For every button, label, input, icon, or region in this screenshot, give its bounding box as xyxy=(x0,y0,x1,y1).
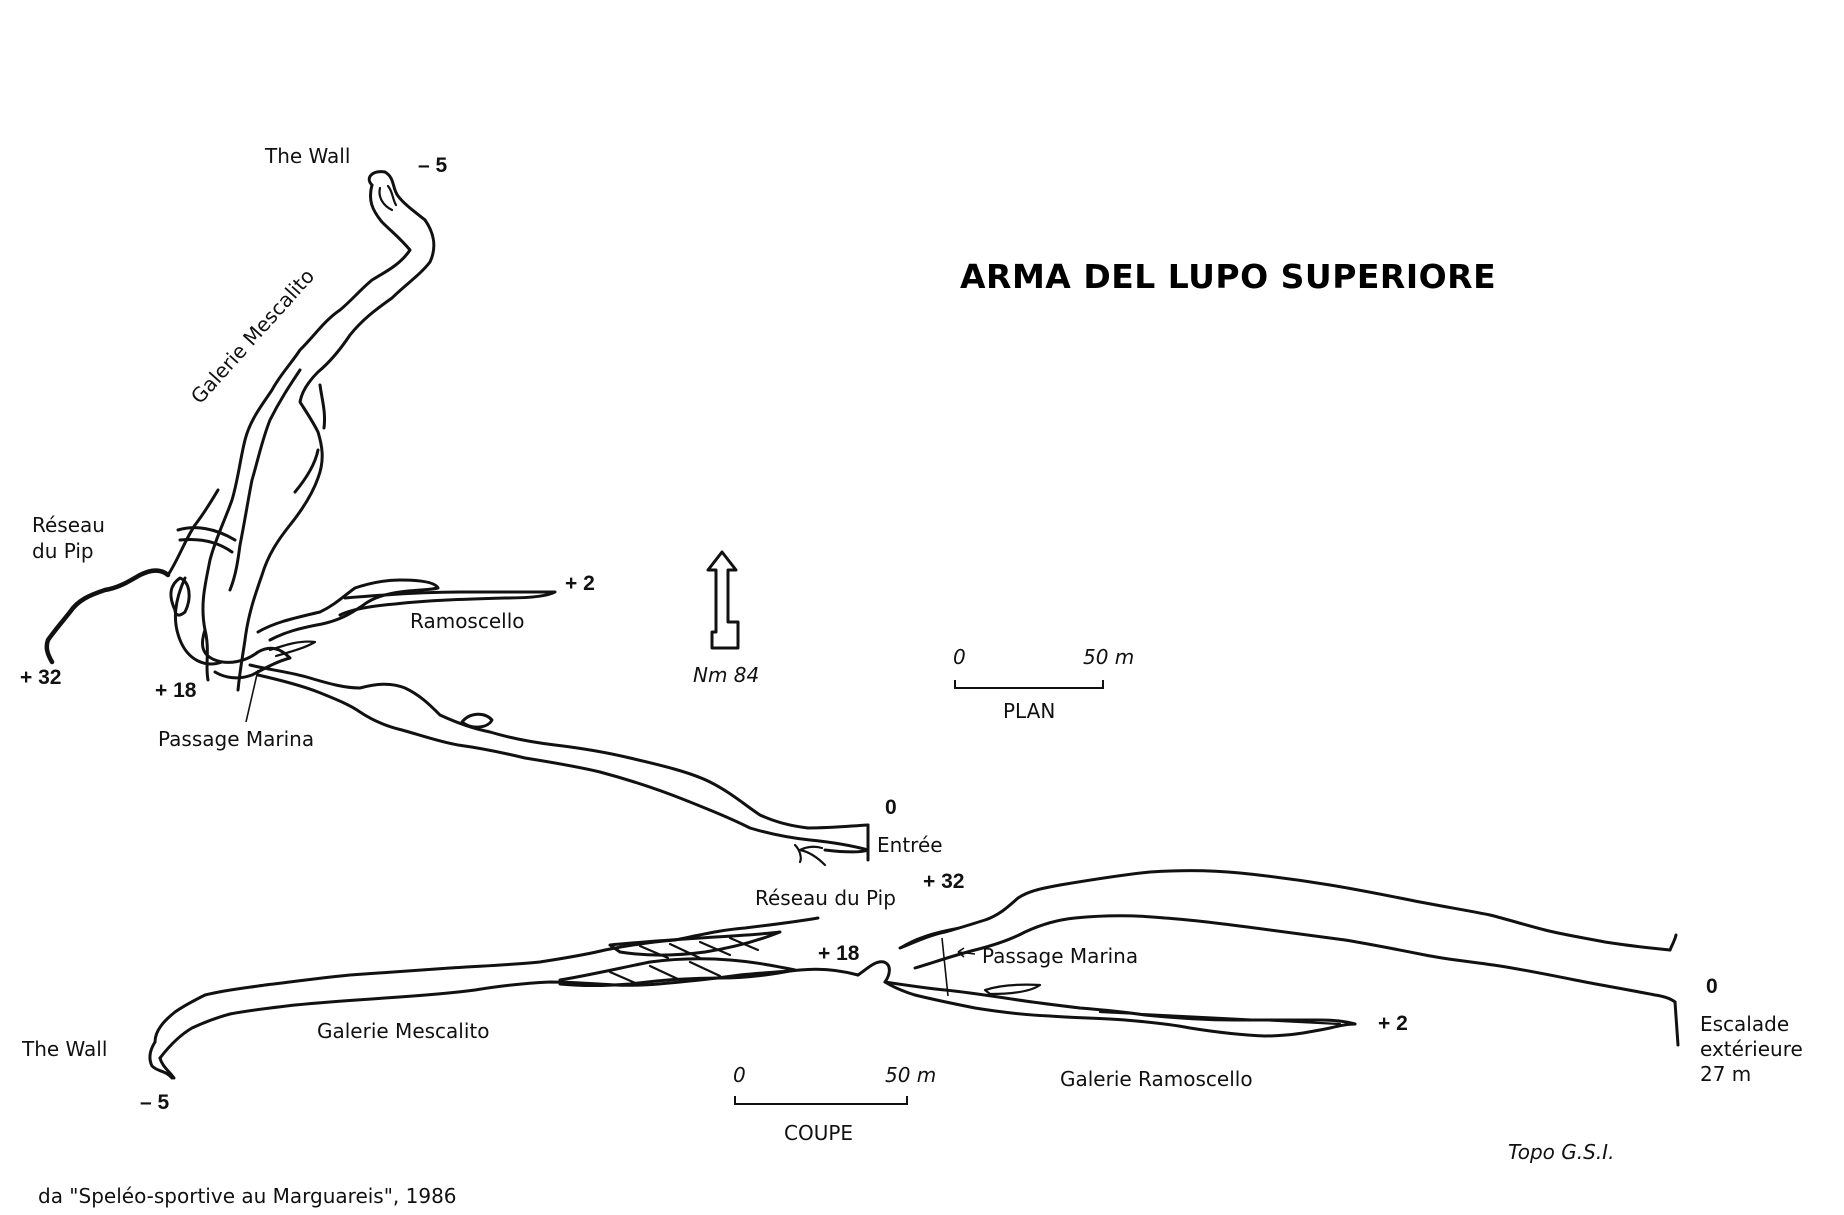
coupe-mescalito-lower xyxy=(158,967,860,1060)
plan-label-zero: 0 xyxy=(885,796,897,819)
plan-label-minus5: – 5 xyxy=(418,154,448,177)
north-arrow-label: Nm 84 xyxy=(693,663,759,687)
plan-label-plus18: + 18 xyxy=(155,679,197,702)
coupe-passages xyxy=(148,869,1680,1080)
coupe-ascent-to-32 xyxy=(898,869,1672,952)
plan-the-wall-inner xyxy=(378,184,398,212)
plan-scale-bar xyxy=(954,680,1104,689)
plan-label-reseau-line2: du Pip xyxy=(32,539,94,563)
plan-loop-lower xyxy=(169,576,191,617)
plan-label-reseau-line1: Réseau xyxy=(32,513,105,537)
plan-cross-passage-2 xyxy=(174,576,224,666)
plan-the-wall-chamber xyxy=(367,170,427,222)
credit-topo: Topo G.S.I. xyxy=(1508,1140,1614,1164)
plan-entrance-dots xyxy=(798,845,824,852)
coupe-escalade-shaft xyxy=(1668,933,1680,1047)
coupe-scale-line xyxy=(734,1096,908,1105)
coupe-junction-18 xyxy=(856,960,917,997)
coupe-passage-marina-arrow xyxy=(957,947,976,958)
plan-mescalito-west-wall xyxy=(201,183,412,682)
plan-passage-marina-leader xyxy=(245,669,259,723)
credit-source: da "Speléo-sportive au Marguareis", 1986 xyxy=(38,1184,457,1208)
coupe-label-galerie-ramoscello: Galerie Ramoscello xyxy=(1060,1067,1253,1091)
north-arrow-shape xyxy=(706,550,740,650)
plan-scale-caption: PLAN xyxy=(1003,699,1055,723)
plan-mescalito-loop-east xyxy=(293,383,326,494)
plan-main-passage-north xyxy=(248,663,870,830)
plan-label-entree: Entrée xyxy=(877,833,943,857)
coupe-ramoscello-lens xyxy=(983,983,1042,996)
plan-label-passage-marina: Passage Marina xyxy=(158,727,314,751)
plan-cross-passage-1 xyxy=(176,526,237,554)
coupe-scale-bar xyxy=(734,1096,908,1105)
coupe-mescalito-upper xyxy=(153,916,820,1044)
coupe-ascent-32-tip xyxy=(898,926,960,950)
plan-main-passage-south xyxy=(256,673,870,854)
coupe-label-zero: 0 xyxy=(1706,975,1718,998)
map-title: ARMA DEL LUPO SUPERIORE xyxy=(960,257,1496,296)
coupe-label-reseau-du-pip: Réseau du Pip xyxy=(755,886,896,910)
north-arrow xyxy=(706,550,740,650)
coupe-reseau-hatch xyxy=(608,936,760,987)
plan-mescalito-east-wall xyxy=(236,218,436,692)
coupe-label-minus5: – 5 xyxy=(140,1091,170,1114)
coupe-reseau-shelf-2 xyxy=(558,957,797,987)
plan-ramoscello-small xyxy=(268,640,317,658)
plan-scale-end: 50 m xyxy=(1083,645,1134,669)
coupe-label-plus32: + 32 xyxy=(923,870,964,893)
plan-ramoscello-north xyxy=(256,578,440,642)
coupe-label-galerie-mescalito: Galerie Mescalito xyxy=(317,1019,489,1043)
coupe-label-passage-marina: Passage Marina xyxy=(982,944,1138,968)
coupe-label-plus2: + 2 xyxy=(1378,1012,1408,1035)
coupe-scale-caption: COUPE xyxy=(784,1121,853,1145)
plan-passages xyxy=(44,170,870,867)
coupe-scale-end: 50 m xyxy=(885,1063,936,1087)
plan-entrance-stub xyxy=(793,843,827,867)
plan-scale-line xyxy=(954,680,1104,689)
coupe-label-escalade-line1: Escalade xyxy=(1700,1012,1789,1036)
coupe-label-escalade-line3: 27 m xyxy=(1700,1062,1751,1086)
plan-reseau-du-pip-link xyxy=(166,488,220,577)
coupe-the-wall-end xyxy=(148,1040,176,1080)
plan-scale-start: 0 xyxy=(953,645,966,669)
plan-label-plus2: + 2 xyxy=(565,572,595,595)
plan-mescalito-loop xyxy=(228,368,302,592)
coupe-ascent-lower xyxy=(913,914,1677,1004)
plan-reseau-du-pip xyxy=(44,568,171,665)
coupe-label-the-wall: The Wall xyxy=(21,1037,107,1061)
coupe-ramoscello-lower xyxy=(913,993,1357,1038)
coupe-label-escalade-line2: extérieure xyxy=(1700,1037,1803,1061)
coupe-ramoscello-hatch xyxy=(1098,1010,1342,1026)
plan-label-plus32: + 32 xyxy=(20,666,61,689)
coupe-passage-marina-marker xyxy=(941,937,949,997)
plan-ramoscello-east xyxy=(338,590,557,617)
coupe-scale-start: 0 xyxy=(733,1063,746,1087)
plan-label-ramoscello: Ramoscello xyxy=(410,609,525,633)
plan-island xyxy=(460,712,494,729)
plan-label-galerie-mescalito: Galerie Mescalito xyxy=(186,264,319,408)
coupe-reseau-shelf-1 xyxy=(608,930,782,957)
plan-label-the-wall: The Wall xyxy=(264,144,350,168)
coupe-label-plus18: + 18 xyxy=(818,942,860,965)
